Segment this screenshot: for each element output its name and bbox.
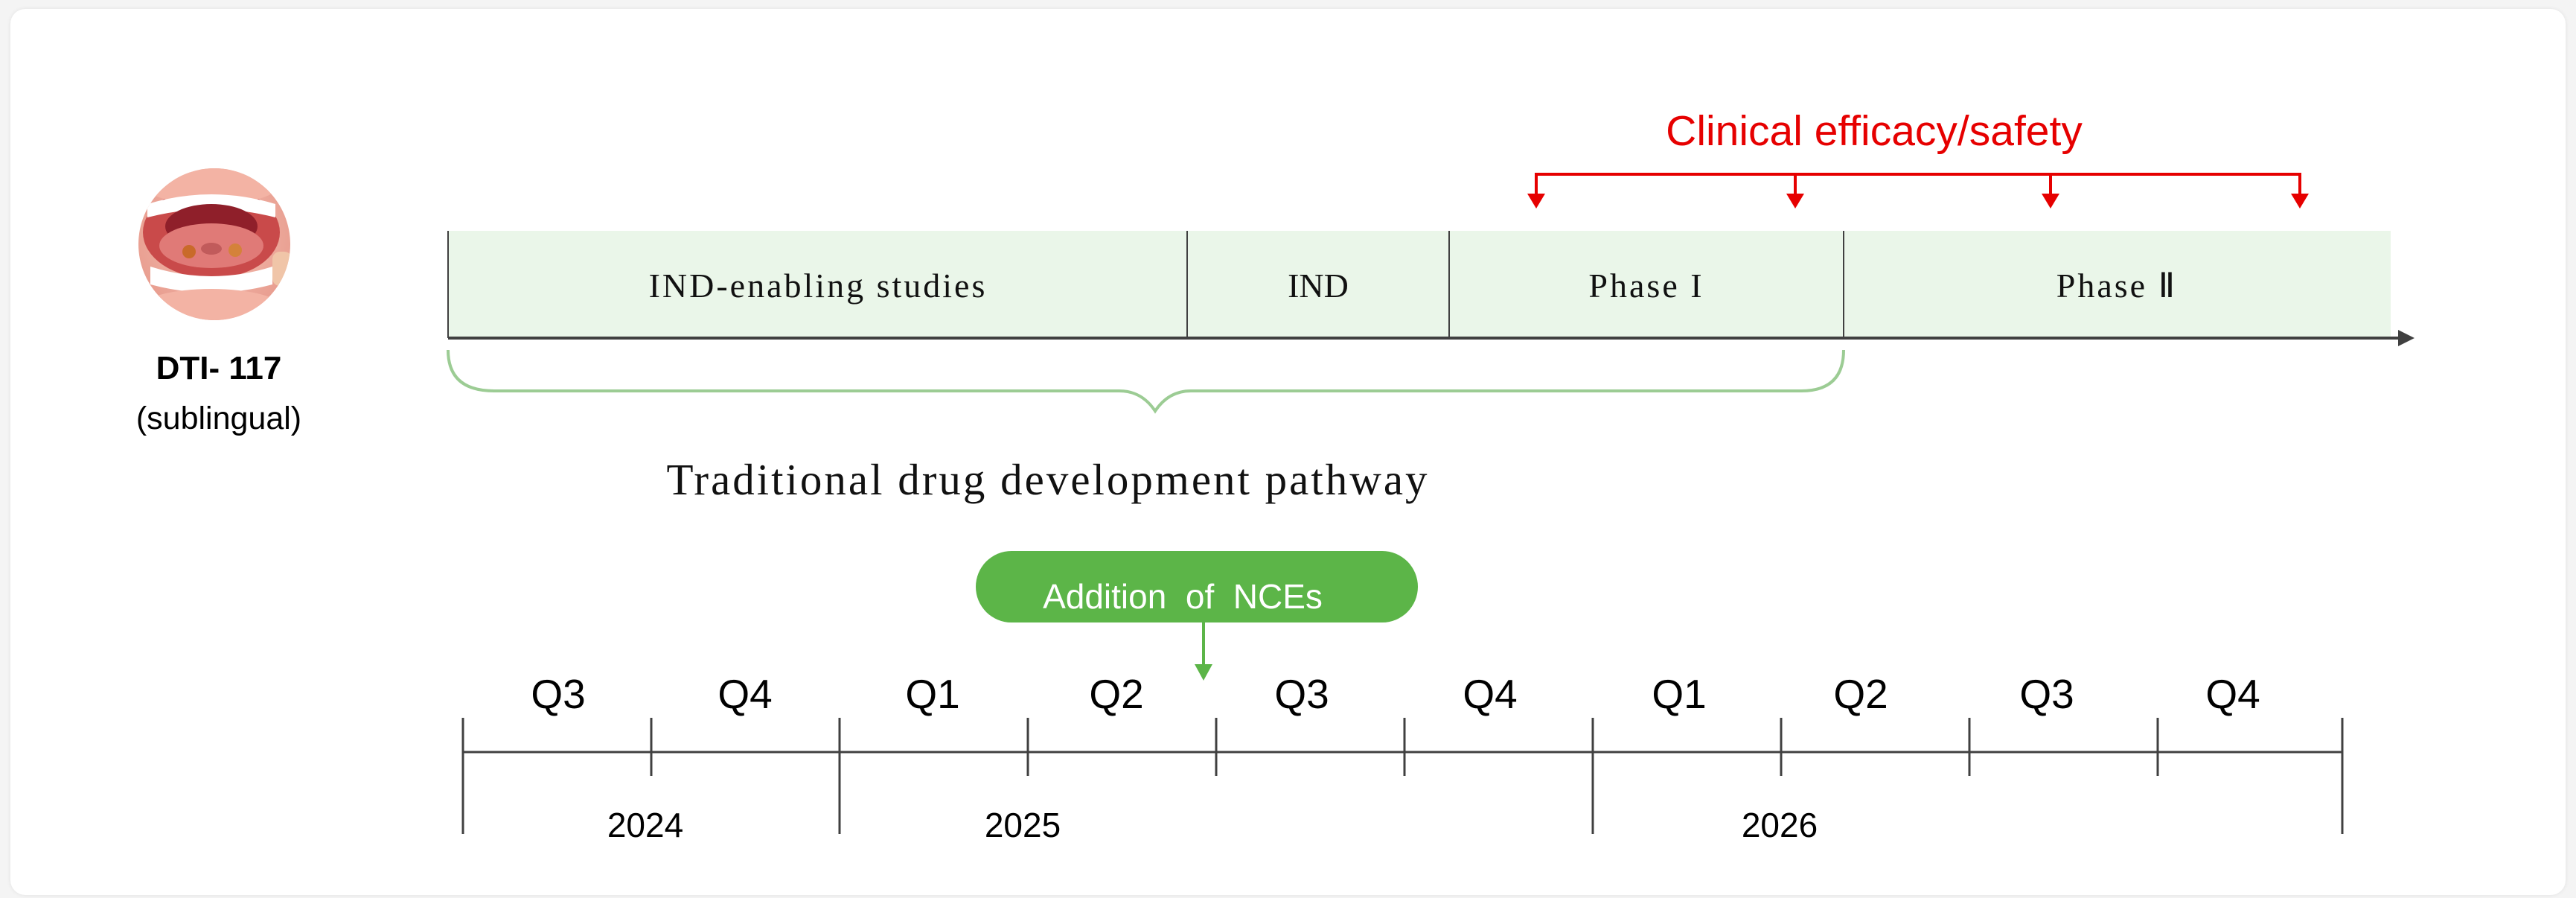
drug-name: DTI- 117 [156,350,282,386]
clinical-arrowhead-1 [1527,194,1545,208]
drug-route: (sublingual) [136,401,301,436]
clinical-arrowhead-4 [2291,194,2309,208]
year-label-2024: 2024 [607,806,683,844]
quarter-label: Q4 [1463,671,1517,717]
quarter-label: Q1 [905,671,959,717]
pathway-brace [447,349,1845,414]
pathway-label: Traditional drug development pathway [666,455,1429,504]
stage-axis-arrowhead [2398,330,2414,346]
year-labels: 2024 2025 2026 [607,806,1818,844]
quarter-labels: Q3 Q4 Q1 Q2 Q3 Q4 Q1 Q2 Q3 Q4 [531,671,2260,717]
clinical-bracket [1535,173,2301,194]
diagram-card: DTI- 117 (sublingual) Clinical efficacy/… [10,9,2566,895]
nce-label: Addition of NCEs [1043,577,1323,616]
stage-box-ind [1187,231,1449,337]
stage-label-phase-1: Phase I [1588,267,1704,305]
clinical-arrowhead-3 [2042,194,2059,208]
nce-pill [976,551,1418,622]
quarter-label: Q3 [1274,671,1329,717]
clinical-efficacy-label: Clinical efficacy/safety [1666,107,2083,155]
nce-arrowhead [1195,664,1212,681]
stage-box-phase-2 [1844,231,2391,337]
quarter-axis [461,718,2344,834]
quarter-label: Q4 [2205,671,2260,717]
open-mouth-sublingual-icon [138,168,290,320]
stage-label-phase-2: Phase Ⅱ [2056,267,2177,305]
development-timeline-diagram: DTI- 117 (sublingual) Clinical efficacy/… [136,107,2414,844]
stage-box-phase-1 [1449,231,1844,337]
stage-label-ind-enabling: IND-enabling studies [649,267,988,305]
quarter-label: Q2 [1089,671,1143,717]
quarter-label: Q2 [1833,671,1888,717]
stage-box-ind-enabling [448,231,1187,337]
year-label-2026: 2026 [1742,806,1818,844]
quarter-label: Q3 [2019,671,2074,717]
stage-bar [447,231,2414,346]
clinical-bracket-line [1535,173,2301,194]
stage-label-ind: IND [1288,267,1349,305]
quarter-label: Q3 [531,671,585,717]
quarter-label: Q4 [717,671,772,717]
year-label-2025: 2025 [985,806,1061,844]
quarter-label: Q1 [1652,671,1706,717]
clinical-arrowhead-2 [1786,194,1804,208]
clinical-arrowheads [1527,194,2309,208]
